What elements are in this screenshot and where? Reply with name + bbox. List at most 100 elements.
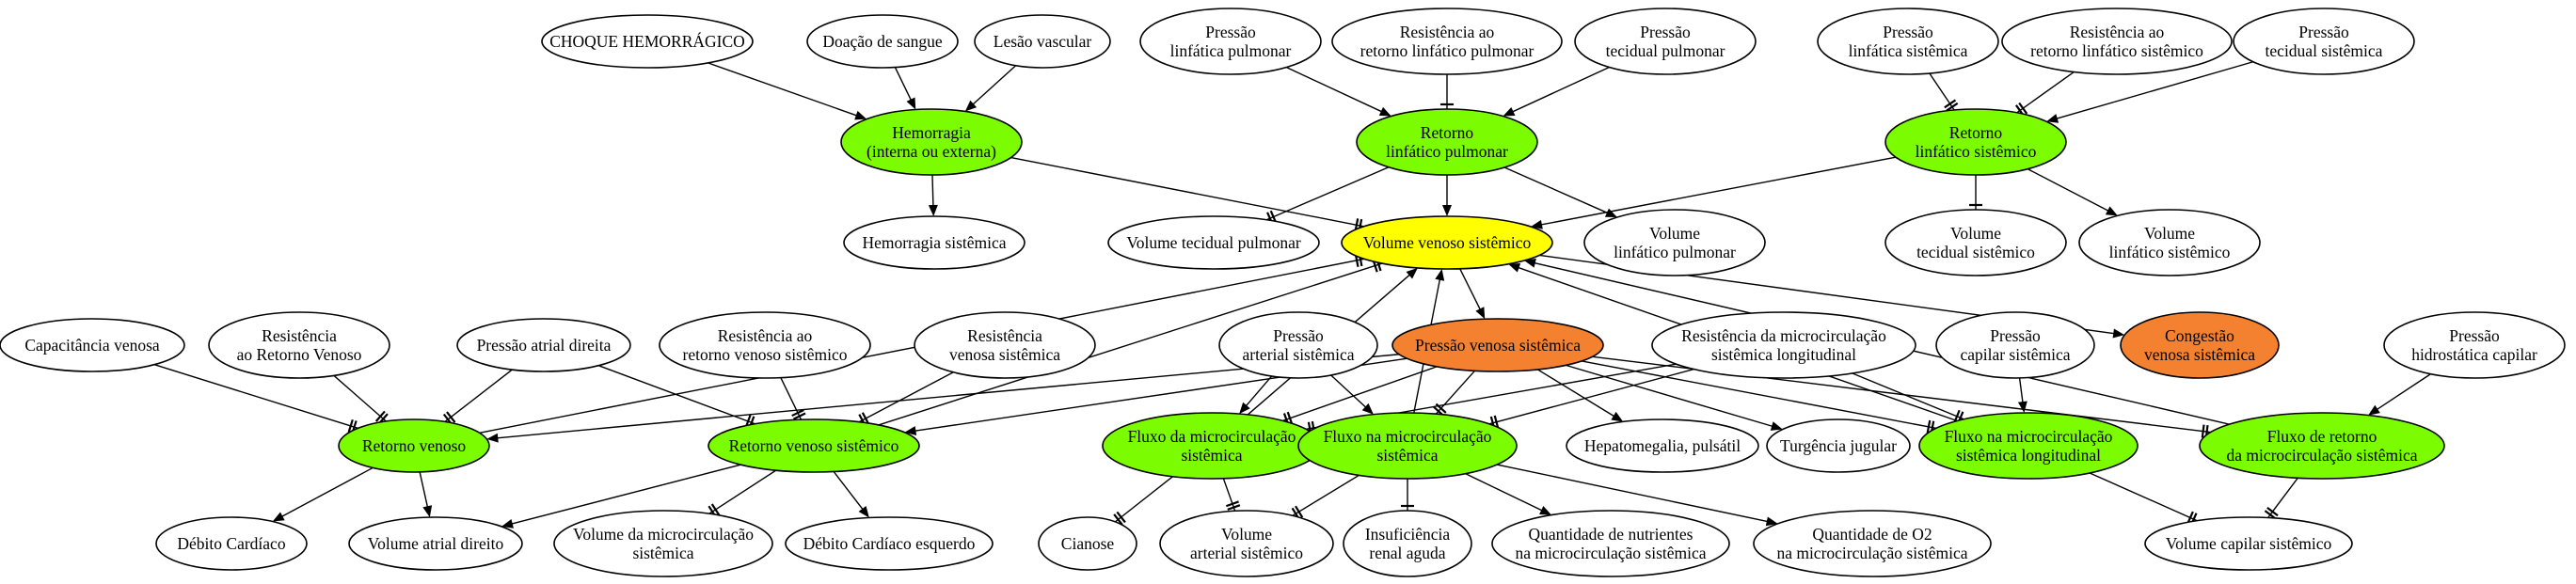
node-label: Retorno (1949, 123, 2003, 142)
node-dce: Débito Cardíaco esquerdo (785, 516, 994, 571)
node-hemorragia: Hemorragia(interna ou externa) (840, 108, 1023, 176)
node-capven: Capacitância venosa (0, 318, 185, 372)
arrowhead-mark (1604, 208, 1617, 217)
node-label: Pressão (1205, 23, 1256, 41)
node-label: sistêmica (1376, 446, 1438, 465)
node-vad: Volume atrial direito (348, 516, 523, 571)
node-label: na microcirculação sistêmica (1515, 544, 1706, 562)
node-label: Retorno venoso sistêmico (729, 436, 899, 455)
node-pvs: Pressão venosa sistêmica (1391, 318, 1604, 372)
node-vvs: Volume venoso sistêmico (1341, 215, 1553, 270)
node-vcs: Volume capilar sistêmico (2144, 516, 2353, 571)
edge-line (419, 471, 429, 508)
edge-line (1330, 374, 1367, 408)
node-label: sistêmica (632, 544, 693, 562)
node-label: tecidual pulmonar (1606, 41, 1725, 60)
edge-pts-to-rls (2046, 61, 2253, 123)
node-label: Volume (1221, 525, 1272, 544)
node-ellipse (1159, 510, 1334, 577)
edge-pas-to-fnm (1330, 374, 1374, 415)
node-label: Resistência (262, 326, 337, 345)
node-label: Resistência (967, 326, 1042, 345)
node-ellipse (1651, 311, 1916, 379)
arrowhead-mark (422, 505, 433, 518)
edge-line (1512, 66, 1610, 113)
node-label: Insuficiência (1365, 525, 1451, 544)
double-bar-mark (1953, 409, 1961, 423)
edge-pvs-to-hepato (1537, 369, 1624, 422)
node-pad: Pressão atrial direita (456, 318, 631, 372)
node-ellipse (1297, 412, 1518, 480)
arrowhead-mark (2017, 401, 2027, 414)
node-label: Pressão atrial direita (477, 336, 612, 355)
edge-choque-to-hemorragia (708, 62, 867, 120)
edge-rls-to-vts (1969, 175, 1982, 210)
edge-fnm-to-ira (1401, 479, 1414, 511)
edge-line (1222, 478, 1236, 512)
edge-fms-to-vas (1222, 478, 1241, 512)
node-ellipse (2383, 311, 2566, 379)
double-bar-mark (2018, 102, 2028, 115)
node-label: Pressão venosa sistêmica (1415, 336, 1581, 355)
node-ellipse (1038, 516, 1137, 571)
node-label: Débito Cardíaco (177, 534, 285, 553)
node-label: Pressão (1273, 326, 1324, 345)
node-label: Resistência ao (1400, 23, 1495, 41)
edge-line (1245, 375, 1273, 407)
edge-rrlp-to-rlp (1440, 74, 1454, 109)
node-label: Doação de sangue (822, 32, 943, 51)
edge-rrvs-to-rvs (780, 377, 806, 420)
node-label: retorno linfático pulmonar (1360, 41, 1534, 60)
node-ellipse (974, 14, 1111, 69)
double-bar-mark (2266, 507, 2279, 517)
arrowhead-mark (854, 110, 867, 120)
node-label: Pressão (1640, 23, 1691, 41)
arrowhead-mark (1611, 411, 1624, 422)
node-vtp: Volume tecidual pulmonar (1107, 215, 1320, 270)
double-bar-mark (791, 408, 804, 418)
edge-line (1503, 166, 1609, 214)
node-ellipse (1491, 510, 1730, 577)
node-ellipse (1753, 510, 1992, 577)
edge-line (333, 374, 387, 422)
node-ellipse (348, 516, 523, 571)
edge-pvs-to-turg (1566, 364, 1783, 431)
node-label: da microcirculação sistêmica (2226, 446, 2417, 465)
node-label: linfático sistêmico (2109, 243, 2231, 261)
node-ellipse (1107, 215, 1320, 270)
double-bar-mark (1493, 415, 1500, 429)
edge-line (972, 65, 1017, 105)
edge-line (1582, 360, 1936, 430)
edge-phc-to-frm (2368, 373, 2431, 416)
node-label: tecidual sistêmico (1916, 243, 2035, 261)
edge-fnm-to-qo2 (1496, 464, 1778, 527)
node-ellipse (208, 311, 390, 379)
double-bar-mark (347, 418, 354, 433)
edge-line (2018, 377, 2024, 403)
arrowhead-mark (964, 100, 978, 112)
edge-pls-to-rls (1929, 72, 1959, 112)
node-label: Resistência ao (718, 326, 813, 345)
node-ellipse (2199, 412, 2445, 480)
arrowhead-mark (1378, 106, 1391, 117)
node-label: Volume (1649, 224, 1700, 243)
node-ellipse (1817, 8, 1999, 75)
edge-rv-to-vad (419, 471, 433, 518)
node-label: Quantidade de nutrientes (1529, 525, 1693, 544)
node-ellipse (1356, 108, 1538, 176)
edge-line (2376, 373, 2431, 411)
